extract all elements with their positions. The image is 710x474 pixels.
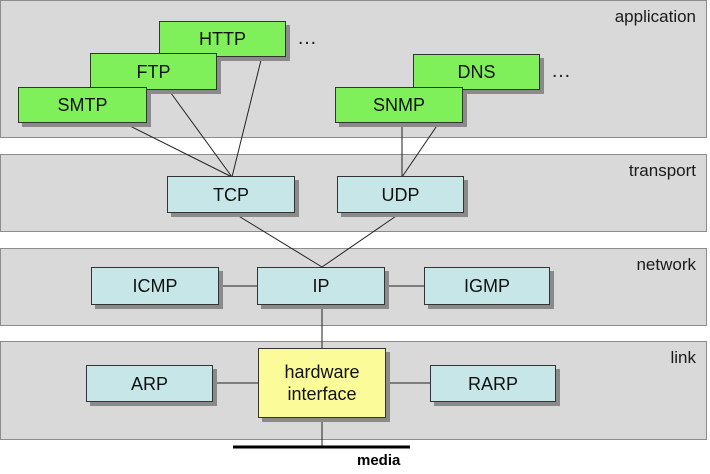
snmp-label: SNMP bbox=[372, 95, 425, 115]
icmp-box: ICMP bbox=[91, 267, 219, 305]
icmp-label: ICMP bbox=[132, 276, 178, 296]
ftp-label: FTP bbox=[136, 61, 171, 82]
application-ellipsis-right: … bbox=[551, 60, 572, 82]
http-box: HTTP bbox=[159, 21, 286, 57]
link-layer-label: link bbox=[670, 348, 696, 367]
tcp-box: TCP bbox=[167, 176, 295, 213]
rarp-box: RARP bbox=[430, 365, 556, 402]
ip-label: IP bbox=[312, 276, 330, 296]
igmp-label: IGMP bbox=[463, 276, 510, 296]
hardware-interface-label-line1: hardware bbox=[284, 362, 360, 382]
arp-label: ARP bbox=[130, 373, 168, 394]
udp-box: UDP bbox=[337, 176, 464, 213]
igmp-box: IGMP bbox=[424, 267, 550, 305]
snmp-box: SNMP bbox=[335, 87, 463, 123]
dns-label: DNS bbox=[457, 62, 496, 82]
smtp-label: SMTP bbox=[57, 95, 108, 115]
network-layer-label: network bbox=[636, 255, 696, 274]
http-label: HTTP bbox=[199, 29, 246, 49]
dns-box: DNS bbox=[413, 54, 540, 90]
media-label: media bbox=[357, 452, 401, 469]
ip-box: IP bbox=[257, 267, 385, 305]
arp-box: ARP bbox=[86, 365, 213, 402]
application-layer-label: application bbox=[614, 7, 696, 26]
smtp-box: SMTP bbox=[18, 87, 147, 123]
tcp-label: TCP bbox=[213, 184, 249, 205]
transport-layer-label: transport bbox=[628, 161, 696, 180]
udp-label: UDP bbox=[381, 184, 420, 205]
hardware-interface-label-line2: interface bbox=[287, 384, 357, 404]
hardware-interface-box: hardware interface bbox=[258, 348, 386, 418]
application-ellipsis-left: … bbox=[297, 27, 318, 49]
ftp-box: FTP bbox=[90, 53, 217, 90]
rarp-label: RARP bbox=[467, 373, 518, 394]
